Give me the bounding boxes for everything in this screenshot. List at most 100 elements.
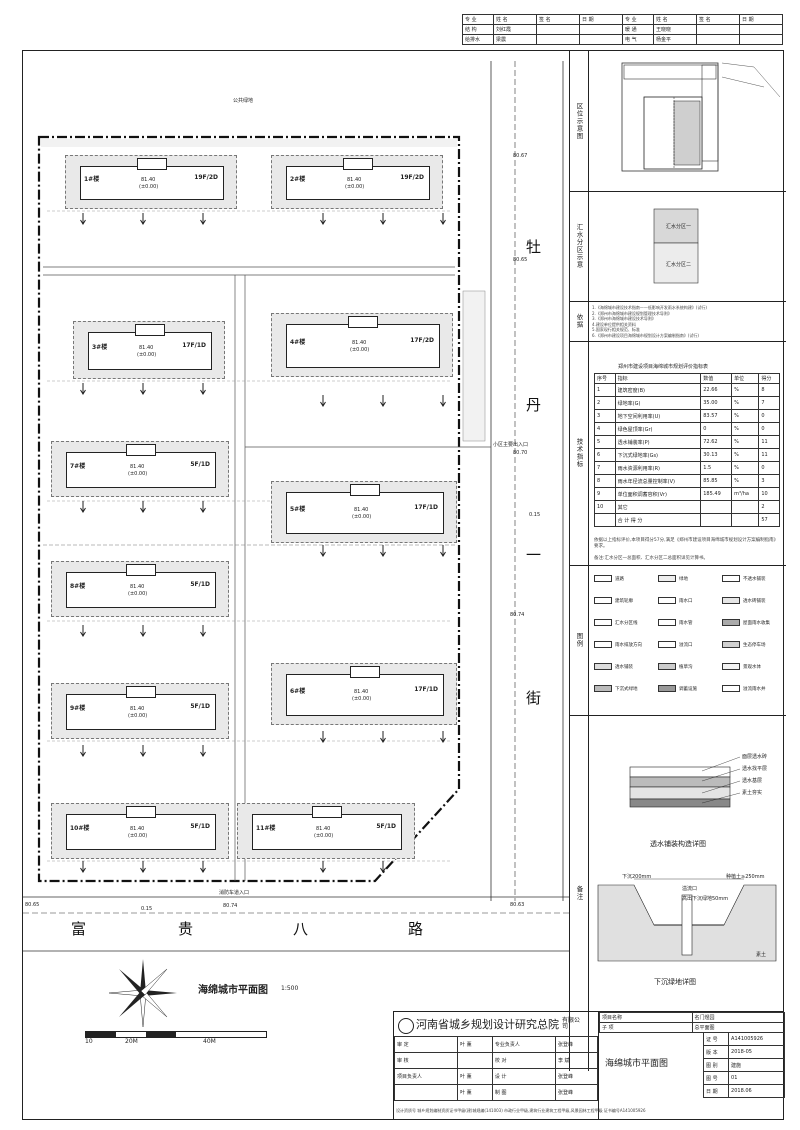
building-elevation: 81.40: [316, 826, 331, 832]
legend-item: 透水铺装: [594, 663, 633, 670]
legend-label: 透水铺装: [615, 665, 633, 670]
field-cell: A141005926: [728, 1032, 785, 1046]
flow-arrow-icon: [200, 501, 206, 513]
flow-arrow-icon: [80, 501, 86, 513]
index-header-cell: 数值: [700, 373, 733, 384]
header-cell: [739, 34, 783, 45]
building-floors: 5F/1D: [190, 823, 210, 830]
building-floors: 19F/2D: [400, 174, 424, 181]
flow-arrow-icon: [320, 545, 326, 557]
basis-line: 2.《郑州市海绵城市建设规划管理技术导则》: [592, 310, 672, 316]
company-suffix: 有限公司: [562, 1017, 581, 1030]
building-elevation: 81.40: [352, 340, 367, 346]
building-floors: 17F/2D: [410, 337, 434, 344]
role-cell: 审 核: [393, 1052, 459, 1069]
role-cell: 制 图: [491, 1084, 556, 1101]
elev-7: 80.63: [510, 902, 525, 908]
legend-label: 透水砖铺装: [743, 599, 766, 604]
catchment-map: [653, 208, 699, 284]
building-zero-level: (±0.00): [314, 833, 334, 839]
index-cell: 8: [594, 474, 616, 488]
elev-3: 80.70: [513, 450, 528, 456]
flow-arrow-icon: [440, 395, 446, 407]
index-cell: 雨水资源利用率(R): [614, 461, 702, 475]
legend-item: 溢流口: [658, 641, 693, 648]
flow-arrow-icon: [80, 745, 86, 757]
pavement-detail: [629, 756, 741, 808]
index-cell: 185.49: [700, 487, 733, 501]
building-floors: 17F/1D: [414, 686, 438, 693]
header-cell: 暖 通: [622, 24, 654, 35]
legend-label: 景观水体: [743, 665, 761, 670]
scale-label-20: 20M: [125, 1038, 138, 1045]
header-table: 专 业姓 名签 名日 期专 业姓 名签 名日 期结 构刘红霞暖 通王晓晓给排水梁…: [462, 14, 783, 45]
legend-item: 绿地: [658, 575, 688, 582]
pave-label-3: 透水基层: [742, 778, 763, 784]
legend-label: 溢流口: [679, 643, 693, 648]
pave-label-2: 透水找平层: [742, 766, 768, 772]
index-cell: 3: [594, 409, 616, 423]
index-cell: 绿色屋顶率(Gr): [614, 422, 702, 436]
legend-swatch-icon: [594, 663, 612, 670]
catchment-label: 汇水分区示意: [575, 223, 583, 269]
building-elevation: 81.40: [347, 177, 362, 183]
legend-swatch-icon: [722, 597, 740, 604]
location-section: 区位示意图: [570, 51, 786, 192]
flow-arrow-icon: [200, 745, 206, 757]
header-cell: [579, 34, 623, 45]
header-cell: [536, 34, 580, 45]
index-cell: 建筑密度(B): [614, 383, 702, 397]
index-cell: 0: [758, 461, 780, 475]
index-cell: 0: [758, 409, 780, 423]
sunken-green-detail: [597, 878, 777, 962]
elev-5: 80.65: [25, 902, 40, 908]
basis-line: 1.《海绵城市建设技术指南——低影响开发雨水系统构建》(试行): [592, 305, 707, 310]
south-entrance-label: 消防车道入口: [219, 890, 250, 896]
green-label-5: 素土: [756, 952, 767, 958]
building-elevation: 81.40: [139, 345, 154, 351]
index-cell: %: [731, 409, 760, 423]
main-entrance-label: 小区主要出入口: [493, 442, 529, 448]
index-cell: %: [731, 396, 760, 410]
road-east-char-3: 一: [526, 546, 542, 564]
basis-line: 6.《郑州市建设项目海绵城市规划设计方案编制指南》(试行): [592, 332, 699, 338]
flow-arrow-icon: [140, 501, 146, 513]
green-strip: [41, 139, 457, 147]
field-cell: 图 别: [702, 1058, 730, 1072]
project-value: 名门煜园: [691, 1012, 785, 1023]
building-elevation: 81.40: [354, 689, 369, 695]
index-cell: 8: [758, 383, 780, 397]
index-cell: 1: [594, 383, 616, 397]
pave-label-4: 素土夯实: [742, 790, 763, 796]
road-east-char-4: 街: [526, 689, 542, 707]
index-cell: [731, 513, 760, 527]
legend-swatch-icon: [722, 663, 740, 670]
index-cell: 2: [758, 500, 780, 514]
legend-label: 下沉式绿地: [615, 687, 638, 692]
slope-label-2: 0.15: [141, 906, 153, 912]
header-cell: 给排水: [462, 34, 494, 45]
header-cell: 电 气: [622, 34, 654, 45]
green-label-3: 高出下沉绿地50mm: [682, 896, 729, 902]
building-name: 4#楼: [290, 339, 306, 346]
legend-swatch-icon: [658, 685, 676, 692]
index-cell: 10: [594, 500, 616, 514]
index-cell: 2: [594, 396, 616, 410]
top-green-label: 公共绿地: [233, 98, 254, 104]
flow-arrow-icon: [80, 861, 86, 873]
legend-swatch-icon: [594, 619, 612, 626]
building-name: 6#楼: [290, 688, 306, 695]
legend-item: 建筑轮廓: [594, 597, 633, 604]
index-cell: %: [731, 461, 760, 475]
elev-2: 80.65: [513, 257, 528, 263]
flow-arrow-icon: [200, 861, 206, 873]
header-cell: 日 期: [739, 14, 783, 25]
legend-swatch-icon: [658, 575, 676, 582]
